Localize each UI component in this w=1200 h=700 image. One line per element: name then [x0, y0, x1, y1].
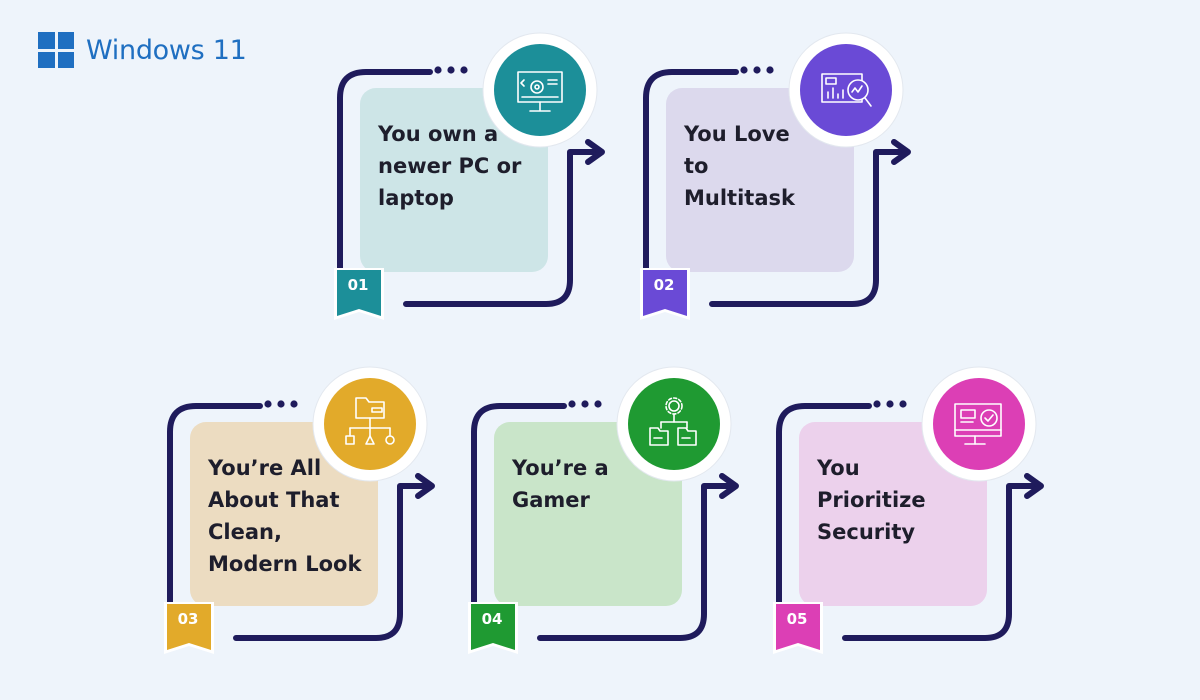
gear-network-icon — [616, 366, 732, 482]
frame-bracket-left — [643, 69, 739, 303]
dots-icon — [740, 66, 774, 74]
analytics-chart-icon — [788, 32, 904, 148]
windows-logo: Windows 11 — [38, 32, 247, 68]
step-number: 02 — [653, 276, 675, 294]
step-number-badge — [640, 268, 690, 320]
step-frame — [776, 400, 1044, 641]
step-card-01: 01 You own a newer PC or laptop — [334, 32, 614, 362]
frame-bracket-left — [337, 69, 433, 303]
step-card-03: 03 You’re All About That Clean, Modern Lo… — [164, 366, 444, 696]
step-number-badge — [773, 602, 823, 654]
logo-text: Windows 11 — [86, 34, 247, 66]
step-number: 01 — [347, 276, 369, 294]
frame-bracket-right — [842, 473, 1044, 641]
step-frame — [337, 66, 605, 307]
dots-icon — [873, 400, 907, 408]
frame-bracket-left — [776, 403, 872, 637]
step-number-badge — [468, 602, 518, 654]
step-text: You Prioritize Security — [817, 456, 926, 544]
step-frame — [643, 66, 911, 307]
frame-bracket-right — [709, 139, 911, 307]
step-frame — [167, 400, 435, 641]
step-number-badge — [164, 602, 214, 654]
secure-monitor-icon — [921, 366, 1037, 482]
folder-hierarchy-icon — [312, 366, 428, 482]
frame-bracket-right — [537, 473, 739, 641]
step-number: 04 — [481, 610, 503, 628]
step-card-05: 05 You Prioritize Security — [773, 366, 1053, 696]
frame-bracket-right — [233, 473, 435, 641]
presentation-screen-icon — [482, 32, 598, 148]
windows-logo-icon — [38, 32, 74, 68]
step-text: You Love to Multitask — [684, 122, 795, 210]
step-card-02: 02 You Love to Multitask — [640, 32, 920, 362]
frame-bracket-left — [167, 403, 263, 637]
step-number-badge — [334, 268, 384, 320]
dots-icon — [264, 400, 298, 408]
dots-icon — [568, 400, 602, 408]
step-frame — [471, 400, 739, 641]
step-text: You own a newer PC or laptop — [378, 122, 522, 210]
step-text: You’re All About That Clean, Modern Look — [208, 456, 362, 576]
step-card-04: 04 You’re a Gamer — [468, 366, 748, 696]
step-number: 05 — [786, 610, 808, 628]
dots-icon — [434, 66, 468, 74]
step-text: You’re a Gamer — [512, 456, 609, 512]
step-number: 03 — [177, 610, 199, 628]
frame-bracket-left — [471, 403, 567, 637]
frame-bracket-right — [403, 139, 605, 307]
